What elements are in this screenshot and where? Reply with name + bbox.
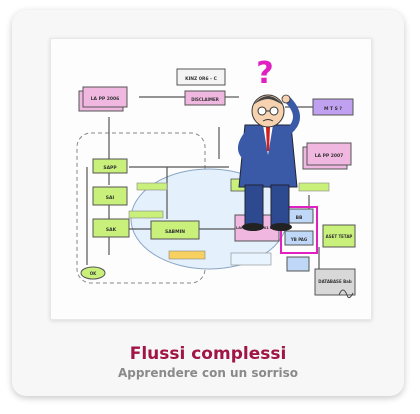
svg-text:BB: BB [296, 215, 303, 221]
green-tag-2 [136, 182, 168, 191]
signature-mark [338, 289, 354, 299]
box-ok: OK [80, 266, 106, 280]
green-tag-3 [298, 182, 330, 192]
box-sapp: SAPP [92, 158, 128, 174]
svg-text:LA PP 2006: LA PP 2006 [91, 96, 120, 102]
flow-diagram-illustration: KINZ 0R6 - C LA PP 2006 DISCLAIMER M T S… [76, 56, 356, 299]
svg-text:SABMIN: SABMIN [165, 229, 185, 235]
box-disclaimer: DISCLAIMER [184, 90, 226, 106]
box-sai: SAI [92, 186, 128, 206]
box-lapp-2007: LA PP 2007 [302, 142, 352, 170]
svg-text:OK: OK [90, 271, 97, 276]
card-title[interactable]: Flussi complessi [129, 344, 287, 364]
svg-text:YB PAG: YB PAG [290, 237, 307, 242]
box-ypag: YB PAG [284, 230, 314, 246]
box-aset: ASET TETAP [322, 224, 356, 248]
connection-lines [86, 96, 320, 269]
question-mark-icon: ? [256, 56, 273, 91]
green-tag [128, 210, 164, 219]
note-chip [230, 252, 272, 266]
box-database: DATABASE Bab [314, 268, 356, 296]
box-mts: M T S ? [312, 98, 354, 116]
card-subtitle: Apprendere con un sorriso [117, 366, 299, 380]
puzzled-man-figure: ? [238, 56, 300, 231]
box-sabmin: SABMIN [150, 220, 200, 240]
small-blue-box [286, 256, 310, 272]
svg-text:SAK: SAK [106, 227, 117, 233]
info-card[interactable]: KINZ 0R6 - C LA PP 2006 DISCLAIMER M T S… [12, 10, 404, 396]
box-sak: SAK [92, 218, 130, 238]
yellow-tag [168, 250, 206, 260]
svg-text:DATABASE Bab: DATABASE Bab [318, 279, 352, 284]
box-kinz: KINZ 0R6 - C [176, 68, 226, 86]
svg-text:LA PP 2007: LA PP 2007 [315, 153, 344, 159]
svg-text:DISCLAIMER: DISCLAIMER [191, 97, 219, 102]
illustration-frame: KINZ 0R6 - C LA PP 2006 DISCLAIMER M T S… [50, 38, 372, 320]
svg-text:ASET TETAP: ASET TETAP [326, 234, 353, 239]
svg-text:SAPP: SAPP [103, 165, 117, 171]
svg-text:KINZ 0R6 - C: KINZ 0R6 - C [185, 76, 217, 82]
box-lapp-2006: LA PP 2006 [78, 86, 128, 112]
svg-text:SAI: SAI [106, 195, 115, 201]
svg-text:M T S ?: M T S ? [324, 106, 342, 112]
